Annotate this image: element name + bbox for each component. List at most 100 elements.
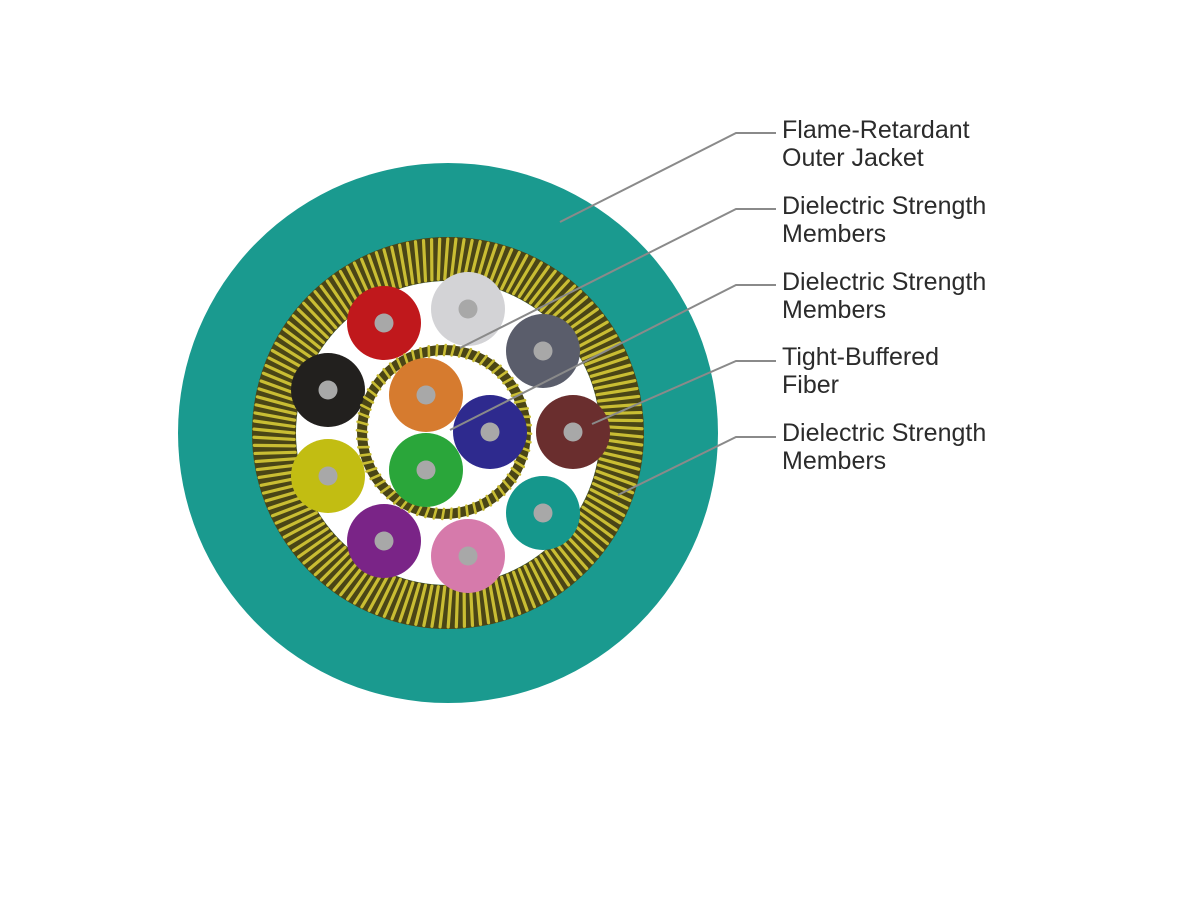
strength-member-strand (591, 482, 632, 503)
strength-member-strand (392, 494, 403, 505)
strength-member-strand (523, 265, 550, 302)
strength-member-strand (307, 295, 338, 330)
strength-member-strand (446, 585, 453, 629)
strength-member-strand (363, 395, 375, 404)
strength-member-strand (254, 457, 298, 464)
strength-member-strand (549, 289, 583, 321)
label-tight-buffered-fiber: Tight-Buffered Fiber (782, 343, 946, 399)
strength-member-strand (395, 357, 403, 370)
strength-member-strand (332, 274, 357, 312)
strength-member-strand (502, 376, 514, 385)
strength-member-strand (584, 348, 626, 367)
label-dielectric-strength-members-3: Dielectric Strength Members (782, 419, 993, 475)
strength-member-strand (500, 575, 514, 618)
strength-member-strand (478, 498, 485, 511)
strength-member-strand (282, 516, 322, 539)
strength-member-strand (574, 327, 614, 350)
fiber-core (533, 503, 553, 523)
strength-member-strand (379, 485, 391, 494)
inner-strength-member-ring (355, 343, 533, 521)
strength-member-strand (398, 581, 415, 623)
strength-member-strand (465, 347, 473, 360)
strength-member-strand (544, 550, 571, 587)
strength-member-strand (390, 245, 403, 289)
strength-member-strand (313, 290, 342, 325)
strength-member-strand (587, 494, 626, 518)
strength-member-strand (255, 463, 299, 472)
leader-line-jacket-strength-members (617, 436, 776, 496)
leader-line-inner-strength-members (449, 284, 776, 431)
fiber-core (374, 531, 394, 551)
fiber-core (533, 341, 553, 361)
fiber-core (480, 422, 500, 442)
strength-member-strand (252, 427, 296, 435)
strength-member-strand (296, 307, 329, 339)
strength-member-strand (319, 284, 347, 321)
label-line: Dielectric Strength (782, 268, 986, 296)
strength-member-strand (274, 505, 315, 525)
strength-member-strand (497, 485, 506, 497)
strength-member-strand (595, 386, 639, 397)
strength-member-strand (491, 364, 502, 374)
leader-line-outer-strength-members (459, 208, 776, 349)
strength-member-strand (371, 380, 382, 391)
fiber-core (563, 422, 583, 442)
strength-member-strand (454, 585, 460, 629)
strength-member-strand (403, 353, 410, 366)
strength-member-strand (430, 585, 440, 628)
strength-member-strand (587, 356, 629, 372)
strength-member-strand (440, 507, 446, 521)
strength-member-strand (388, 362, 397, 374)
strength-member-strand (382, 248, 396, 291)
strength-member-strand (375, 575, 396, 616)
strength-member-strand (506, 473, 517, 484)
strength-member-strand (599, 418, 644, 423)
strength-member-strand (302, 301, 334, 334)
strength-member-strand (325, 279, 352, 316)
strength-member-strand (481, 581, 491, 625)
label-line: Flame-Retardant (782, 116, 970, 144)
strength-member-strand (287, 521, 326, 546)
strength-member-strand (421, 238, 428, 283)
strength-member-strand (376, 374, 386, 385)
strength-member-strand (465, 504, 469, 518)
strength-member-strand (593, 379, 637, 391)
strength-member-strand (278, 334, 315, 361)
strength-member-strand (360, 570, 385, 609)
strength-member-strand (411, 349, 416, 363)
callout-labels: Flame-Retardant Outer Jacket Dielectric … (782, 116, 993, 475)
strength-member-strand (424, 506, 431, 519)
strength-member-strand (487, 245, 506, 287)
strength-member-strand (252, 443, 297, 448)
strength-member-strand (578, 511, 614, 539)
strength-member-strand (442, 343, 448, 357)
strength-member-strand (472, 501, 477, 515)
strength-member-strand (286, 320, 322, 350)
label-flame-retardant-outer-jacket: Flame-Retardant Outer Jacket (782, 116, 977, 172)
strength-member-strand (255, 395, 298, 409)
strength-member-strand (374, 479, 386, 488)
strength-member-strand (369, 473, 382, 481)
label-dielectric-strength-members-2: Dielectric Strength Members (782, 268, 993, 324)
strength-member-strand (449, 507, 453, 521)
inner-fiber-group (389, 358, 527, 507)
strength-member-strand (252, 435, 296, 442)
strength-member-strand (390, 579, 409, 621)
fiber-core (374, 313, 394, 333)
label-line: Members (782, 220, 886, 248)
strength-member-strand (414, 583, 428, 626)
label-dielectric-strength-members-1: Dielectric Strength Members (782, 192, 993, 248)
strength-member-strand (291, 527, 329, 553)
label-line: Members (782, 296, 886, 324)
fiber-core (416, 460, 436, 480)
strength-member-strand (528, 269, 557, 305)
strength-member-strand (597, 463, 639, 479)
strength-member-strand (534, 557, 558, 597)
strength-member-strand (456, 238, 466, 281)
strength-member-strand (506, 573, 522, 615)
strength-member-strand (570, 320, 609, 345)
strength-member-strand (432, 507, 438, 520)
strength-member-strand (598, 457, 641, 471)
strength-member-strand (554, 541, 583, 576)
leader-lines (449, 132, 776, 496)
